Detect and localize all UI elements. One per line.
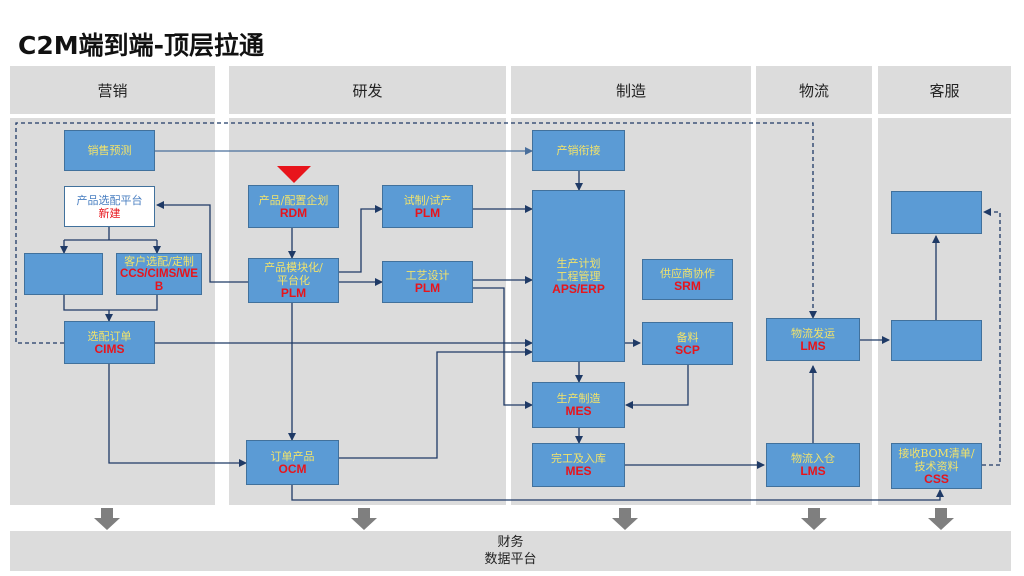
box-blank-service-mid: [891, 320, 982, 361]
connector-modular-to-trial: [339, 205, 383, 273]
box-customer-config: 客户选配/定制 CCS/CIMS/WEB: [116, 253, 202, 295]
box-label: 订单产品: [270, 449, 315, 463]
box-production-mfg: 生产制造 MES: [532, 382, 625, 428]
box-label: 销售预测: [87, 144, 132, 157]
box-sales-link: 产销衔接: [532, 130, 625, 171]
column-header-manufacturing: 制造: [511, 66, 751, 114]
box-sales-forecast: 销售预测: [64, 130, 155, 171]
connector-platform-split: [64, 227, 157, 241]
down-arrow-icon: [801, 508, 827, 530]
box-production-plan: 生产计划 工程管理 APS/ERP: [532, 190, 625, 362]
dashed-connector-order-to-shipping: [15, 122, 817, 344]
box-order-product: 订单产品 OCM: [246, 440, 339, 485]
box-label: 产品/配置企划: [258, 193, 329, 207]
box-label: 产销衔接: [556, 144, 601, 157]
box-logistics-ship: 物流发运 LMS: [766, 318, 860, 361]
box-supplier-collab: 供应商协作 SRM: [642, 259, 733, 300]
box-blank-marketing: [24, 253, 103, 295]
box-label: 生产计划 工程管理: [556, 256, 601, 283]
connector-process-to-mfg: [473, 287, 533, 409]
down-arrow-icon: [94, 508, 120, 530]
column-header-logistics: 物流: [756, 66, 872, 114]
box-system: PLM: [280, 286, 307, 300]
box-system: CCS/CIMS/WEB: [120, 267, 198, 293]
box-trial-production: 试制/试产 PLM: [382, 185, 473, 228]
column-panel-service: [878, 118, 1011, 505]
box-material-prep: 备料 SCP: [642, 322, 733, 365]
connector-order-to-ocm: [108, 364, 247, 467]
box-label: 产品选配平台: [76, 193, 143, 207]
column-header-service: 客服: [878, 66, 1011, 114]
box-product-config-platform: 产品选配平台 新建: [64, 186, 155, 227]
box-label: 物流入仓: [791, 452, 835, 465]
column-panel-marketing: [10, 118, 215, 505]
box-label: 物流发运: [791, 326, 835, 340]
box-product-planning: 产品/配置企划 RDM: [248, 185, 339, 228]
box-label: 生产制造: [556, 392, 601, 405]
finance-data-platform-bar: 财务 数据平台: [10, 531, 1011, 571]
box-label: 产品模块化/平台化: [264, 261, 323, 287]
down-arrows: [94, 508, 954, 530]
box-process-design: 工艺设计 PLM: [382, 261, 473, 303]
box-system: PLM: [414, 281, 441, 295]
box-logistics-warehouse: 物流入仓 LMS: [766, 443, 860, 487]
box-blank-service-top: [891, 191, 982, 234]
box-label: 完工及入库: [551, 452, 606, 465]
column-header-marketing: 营销: [10, 66, 215, 114]
connector-merge-to-order: [63, 295, 158, 321]
down-arrow-icon: [351, 508, 377, 530]
box-modularization: 产品模块化/平台化 PLM: [248, 258, 339, 303]
down-arrow-icon: [612, 508, 638, 530]
box-system: 新建: [98, 206, 121, 220]
box-config-order: 选配订单 CIMS: [64, 321, 155, 364]
highlight-marker-icon: [277, 166, 311, 183]
connector-prep-to-mfg: [625, 365, 689, 409]
box-system: LMS: [800, 338, 826, 353]
box-system: CIMS: [94, 341, 125, 356]
down-arrow-icon: [928, 508, 954, 530]
box-system: APS/ERP: [552, 281, 605, 296]
box-label: 备料: [676, 330, 699, 344]
box-system: MES: [565, 404, 592, 418]
connector-modular-to-platform: [156, 201, 248, 283]
box-label: 试制/试产: [403, 193, 452, 207]
box-system: OCM: [278, 461, 307, 476]
box-label: 工艺设计: [405, 269, 450, 282]
box-label: 接收BOM清单/技术资料: [898, 446, 975, 473]
box-label: 选配订单: [87, 329, 132, 343]
box-system: SCP: [675, 342, 700, 357]
page-title: C2M端到端-顶层拉通: [18, 31, 264, 60]
box-system: MES: [565, 464, 592, 478]
box-system: PLM: [414, 205, 441, 220]
box-system: CSS: [924, 471, 949, 486]
dashed-connector-css-to-service: [982, 208, 1001, 466]
finance-label: 财务: [497, 535, 524, 550]
data-platform-label: 数据平台: [484, 552, 537, 567]
box-label: 客户选配/定制: [124, 254, 194, 268]
box-system: LMS: [800, 464, 826, 478]
box-bom-receive: 接收BOM清单/技术资料 CSS: [891, 443, 982, 489]
box-system: RDM: [279, 205, 308, 220]
connector-ocm-to-plan: [339, 348, 533, 459]
box-completion-storage: 完工及入库 MES: [532, 443, 625, 487]
box-label: 供应商协作: [660, 266, 715, 280]
connector-ocm-to-service: [291, 485, 944, 501]
box-system: SRM: [674, 278, 701, 293]
column-header-rd: 研发: [229, 66, 506, 114]
